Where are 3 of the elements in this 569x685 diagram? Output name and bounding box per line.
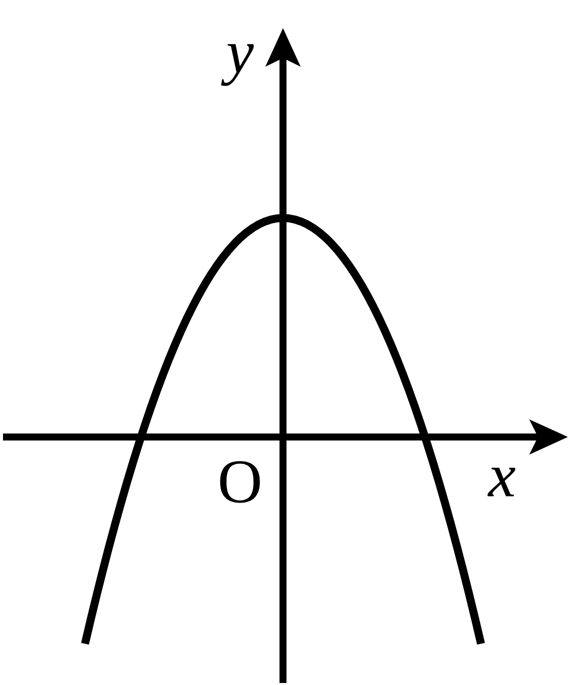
axis-label: x (487, 468, 516, 496)
axis-label: y (221, 44, 254, 86)
axis-label: O (220, 461, 260, 503)
